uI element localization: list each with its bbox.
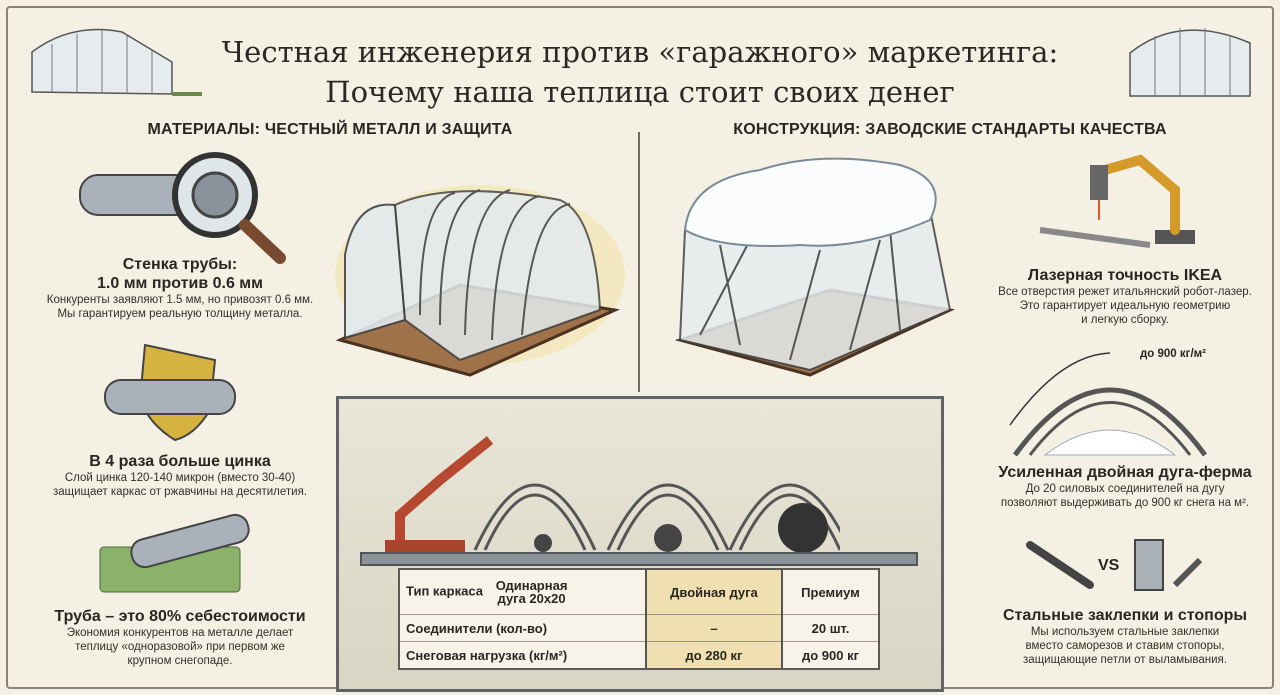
pipe-wall-text: Мы гарантируем реальную толщину металла. — [57, 308, 303, 320]
double-arch-text: До 20 силовых соединителей на дугу — [1025, 483, 1225, 495]
row-label: Соединители (кол-во) — [400, 614, 646, 643]
pipe-wall-title: Стенка трубы: — [122, 256, 238, 273]
comparison-table: Тип каркаса Одинарная дуга 20x20 Двойная… — [398, 568, 880, 670]
header-cell: Тип каркаса Одинарная дуга 20x20 — [400, 570, 646, 616]
header-premium: Премиум — [782, 570, 878, 616]
double-arch-text: позволяют выдерживать до 900 кг снега на… — [1000, 497, 1250, 509]
money-pipe-icon — [99, 513, 250, 593]
double-arch-title: Усиленная двойная дуга-ферма — [998, 464, 1252, 481]
double-arch-block: Усиленная двойная дуга-ферма До 20 силов… — [985, 463, 1265, 510]
zinc-text: Слой цинка 120-140 микрон (вместо 30-40) — [64, 472, 296, 484]
laser-text: Это гарантирует идеальную геометрию — [1019, 300, 1231, 312]
snow-collapsed-greenhouse-illustration — [674, 157, 956, 377]
pipe-cost-text: теплицу «одноразовой» при первом же — [75, 641, 285, 653]
rivets-text: Мы используем стальные заклепки — [1030, 626, 1220, 638]
title-line-2: Почему наша теплица стоит своих денег — [325, 75, 955, 109]
cell: до 900 кг — [801, 647, 860, 663]
shield-pipe-icon — [104, 343, 236, 442]
laser-title: Лазерная точность IKEA — [1027, 267, 1223, 284]
pipe-cost-title: Труба – это 80% себестоимости — [54, 608, 306, 625]
header-single-arch: Одинарная дуга 20x20 — [495, 578, 568, 607]
page-title: Честная инженерия против «гаражного» мар… — [200, 32, 1080, 112]
cell: до 280 кг — [644, 641, 784, 668]
table-row: Снеговая нагрузка (кг/м²) до 280 кг до 9… — [400, 641, 878, 668]
construction-heading: КОНСТРУКЦИЯ: ЗАВОДСКИЕ СТАНДАРТЫ КАЧЕСТВ… — [733, 121, 1167, 138]
shelf — [360, 552, 918, 566]
load-label: до 900 кг/м² — [1140, 348, 1206, 360]
pipe-cost-text: крупном снегопаде. — [127, 655, 233, 667]
table-header-row: Тип каркаса Одинарная дуга 20x20 Двойная… — [400, 570, 878, 616]
arches-and-weights-illustration — [385, 436, 840, 554]
cell: – — [644, 614, 784, 643]
row-label: Снеговая нагрузка (кг/м²) — [406, 647, 568, 663]
header-type: Тип каркаса — [406, 583, 483, 599]
laser-block: Лазерная точность IKEA Все отверстия реж… — [985, 266, 1265, 327]
steel-rivet-icon — [1026, 541, 1094, 589]
pipe-cost-block: Труба – это 80% себестоимости Экономия к… — [30, 607, 330, 668]
section-divider — [638, 132, 640, 392]
greenhouse-sketch-left-icon — [31, 28, 202, 96]
laser-text: и легкую сборку. — [1081, 314, 1169, 326]
pipe-cost-text: Экономия конкурентов на металле делает — [66, 627, 294, 639]
zinc-block: В 4 раза больше цинка Слой цинка 120-140… — [30, 452, 330, 499]
pipe-wall-subtitle: 1.0 мм против 0.6 мм — [97, 275, 263, 292]
header-double-arch: Двойная дуга — [644, 570, 784, 616]
rivets-block: Стальные заклепки и стопоры Мы используе… — [985, 606, 1265, 667]
pipe-wall-text: Конкуренты заявляют 1.5 мм, но привозят … — [46, 294, 314, 306]
rivets-text: защищающие петли от выламывания. — [1023, 654, 1227, 666]
laser-robot-icon — [1039, 154, 1195, 248]
greenhouse-sketch-right-icon — [1129, 28, 1251, 97]
laser-text: Все отверстия режет итальянский робот-ла… — [998, 286, 1252, 298]
vs-label: VS — [1098, 557, 1120, 574]
title-line-1: Честная инженерия против «гаражного» мар… — [221, 35, 1059, 69]
table-row: Соединители (кол-во) – 20 шт. — [400, 614, 878, 643]
double-arch-icon — [1009, 352, 1208, 457]
hinge-screw-icon — [1134, 539, 1203, 591]
zinc-title: В 4 раза больше цинка — [89, 453, 271, 470]
pipe-wall-block: Стенка трубы: 1.0 мм против 0.6 мм Конку… — [30, 255, 330, 321]
cell: 20 шт. — [782, 614, 878, 643]
zinc-text: защищает каркас от ржавчины на десятилет… — [52, 486, 308, 498]
rivets-text: вместо саморезов и ставим стопоры, — [1025, 640, 1225, 652]
magnifier-pipe-icon — [79, 152, 286, 264]
materials-heading: МАТЕРИАЛЫ: ЧЕСТНЫЙ МЕТАЛЛ И ЗАЩИТА — [147, 121, 513, 138]
rivets-title: Стальные заклепки и стопоры — [1002, 607, 1248, 624]
greenhouse-illustration — [335, 185, 625, 377]
